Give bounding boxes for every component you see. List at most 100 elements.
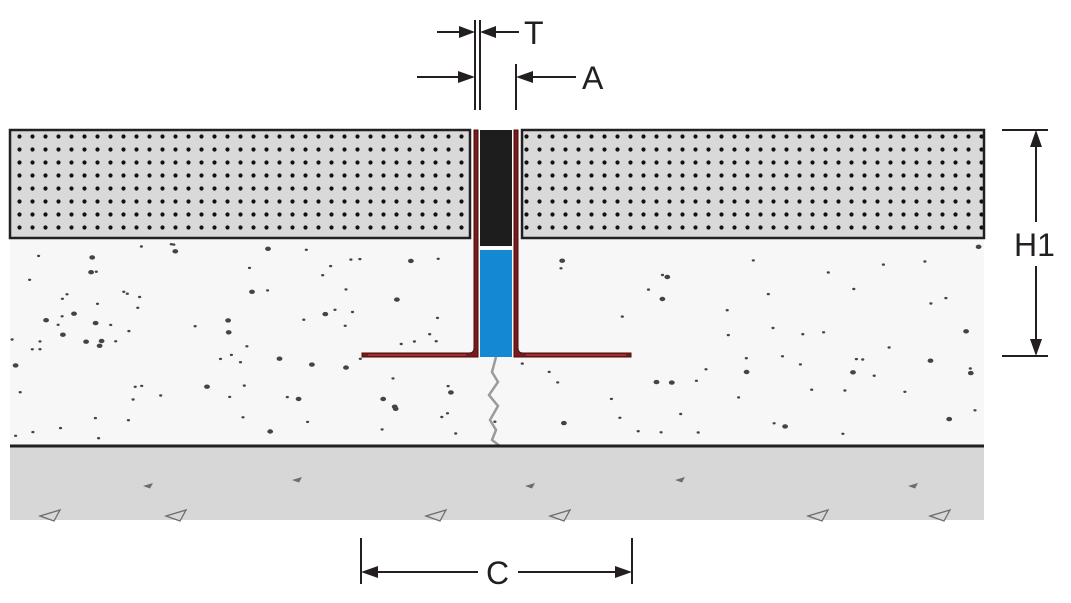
screed-speck (380, 396, 387, 402)
screed-speck (454, 432, 458, 435)
concrete-aggregate (292, 477, 302, 483)
screed-speck (309, 362, 315, 367)
expansion-joint-profile (361, 129, 632, 358)
screed-speck (344, 288, 348, 291)
screed-speck (903, 390, 907, 393)
screed-speck (399, 342, 403, 346)
concrete-aggregate-marks (37, 477, 952, 522)
dimension-a: A (417, 60, 604, 110)
screed-speck (245, 345, 249, 348)
concrete-base (10, 446, 984, 522)
screed-speck (408, 258, 414, 264)
screed-speck (440, 415, 444, 419)
screed-speck (975, 244, 982, 249)
screed-speck (58, 426, 63, 430)
screed-speck (109, 323, 113, 327)
screed-speck (659, 296, 666, 302)
screed-speck (380, 428, 384, 431)
screed-speck (967, 370, 974, 376)
screed-speck (250, 289, 254, 293)
screed-speck (973, 409, 977, 412)
screed-speck (428, 333, 432, 336)
screed-speck (659, 431, 663, 434)
screed-speck (929, 302, 933, 305)
screed-speck (446, 384, 450, 388)
screed-speck (743, 369, 750, 375)
screed-speck (88, 270, 94, 275)
concrete-aggregate (163, 508, 188, 522)
screed-speck (968, 367, 972, 370)
screed-speck (133, 385, 137, 388)
concrete-aggregate (143, 483, 153, 489)
screed-speck (887, 346, 891, 349)
screed-speck (329, 264, 333, 268)
tile-left (8, 128, 472, 240)
screed-speck (60, 315, 64, 318)
screed-speck (38, 348, 42, 351)
screed-speck (620, 315, 624, 318)
joint-flexible-insert (480, 250, 512, 357)
screed-speck (744, 357, 748, 360)
screed-speck (751, 259, 755, 262)
screed-speck (664, 274, 671, 280)
dimension-c: C (360, 538, 633, 591)
substrate-crack (487, 356, 501, 447)
screed-speck (114, 340, 118, 343)
screed-speck (98, 338, 105, 344)
screed-speck (944, 296, 948, 300)
screed-speck (37, 254, 41, 258)
screed-speck (38, 340, 42, 343)
screed-speck (852, 287, 856, 291)
screed-speck (285, 395, 289, 399)
concrete-aggregate (547, 508, 572, 522)
screed-speck (780, 355, 785, 358)
screed-speck (349, 258, 353, 261)
dimension-a-label: A (582, 60, 604, 96)
left-anchor-flange (361, 129, 479, 358)
screed-speck (963, 329, 969, 334)
screed-speck (927, 358, 934, 363)
screed-speck (131, 398, 135, 401)
screed-speck (56, 323, 60, 326)
screed-speck (843, 389, 847, 392)
screed-speck (65, 293, 69, 296)
screed-speck (668, 380, 675, 385)
screed-speck (304, 248, 308, 251)
screed-speck (193, 325, 197, 328)
screed-speck (391, 377, 395, 380)
concrete-aggregate (37, 508, 62, 522)
dimension-c-label: C (486, 555, 509, 591)
screed-speck (172, 243, 176, 246)
concrete-aggregate (675, 477, 685, 483)
screed-speck (822, 331, 826, 334)
concrete-aggregate (525, 483, 535, 489)
screed-speck (766, 292, 770, 296)
screed-speck (725, 309, 729, 312)
screed-speck (122, 290, 126, 293)
screed-speck (653, 379, 660, 385)
screed-speck (225, 318, 232, 323)
screed-speck (295, 396, 302, 402)
screed-speck (30, 348, 34, 351)
dimension-t: T (437, 15, 544, 110)
screed-speck (276, 356, 283, 361)
screed-speck (60, 332, 66, 337)
screed-speck (229, 353, 233, 357)
screed-speck (139, 245, 143, 248)
dimension-h1-label: H1 (1014, 227, 1055, 263)
joint-cap-insert (480, 130, 512, 246)
screed-speck (127, 329, 131, 333)
screed-speck (18, 391, 22, 394)
screed-speck (96, 343, 103, 348)
screed-speck (392, 406, 399, 411)
screed-speck (881, 263, 886, 266)
screed-speck (140, 384, 144, 388)
screed-speck (826, 271, 830, 274)
screed-speck (136, 306, 140, 309)
screed-speck (737, 396, 741, 399)
screed-speck (321, 274, 325, 277)
screed-speck (448, 390, 454, 395)
right-anchor-flange (513, 129, 632, 358)
screed-speck (43, 318, 49, 323)
